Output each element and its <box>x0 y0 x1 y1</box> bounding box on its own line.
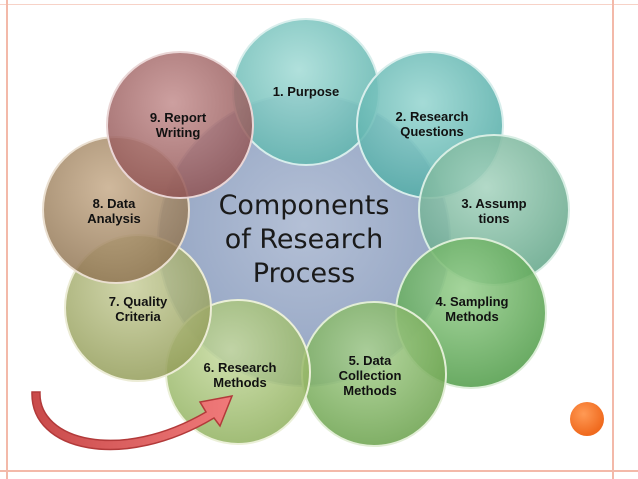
center-title-line-3: Process <box>253 258 355 289</box>
assumptions-label-1: 3. Assump <box>461 196 526 211</box>
frame-bottom-line <box>0 470 638 472</box>
frame-left-line <box>6 0 8 479</box>
data-analysis-label-2: Analysis <box>87 211 140 226</box>
research-questions-label-2: Questions <box>400 124 464 139</box>
center-title-line-2: of Research <box>225 224 383 255</box>
research-questions-label-1: 2. Research <box>396 109 469 124</box>
data-collection-label-2: Collection <box>339 368 402 383</box>
curved-arrow-icon <box>31 391 234 451</box>
frame-top-line <box>0 4 638 5</box>
data-analysis-label-1: 8. Data <box>93 196 136 211</box>
report-writing-circle <box>106 51 254 199</box>
purpose-label: 1. Purpose <box>273 84 339 99</box>
sampling-methods-label-1: 4. Sampling <box>436 294 509 309</box>
report-writing-label-1: 9. Report <box>150 110 207 125</box>
data-collection-label-1: 5. Data <box>349 353 392 368</box>
quality-criteria-label-1: 7. Quality <box>109 294 168 309</box>
sampling-methods-label-2: Methods <box>445 309 498 324</box>
center-title-line-1: Components <box>219 190 390 221</box>
research-methods-label-1: 6. Research <box>204 360 277 375</box>
assumptions-label-2: tions <box>478 211 509 226</box>
orange-bullet-dot <box>570 402 604 436</box>
quality-criteria-label-2: Criteria <box>115 309 161 324</box>
frame-right-line <box>612 0 614 479</box>
report-writing-label-2: Writing <box>156 125 201 140</box>
research-methods-label-2: Methods <box>213 375 266 390</box>
data-collection-label-3: Methods <box>343 383 396 398</box>
